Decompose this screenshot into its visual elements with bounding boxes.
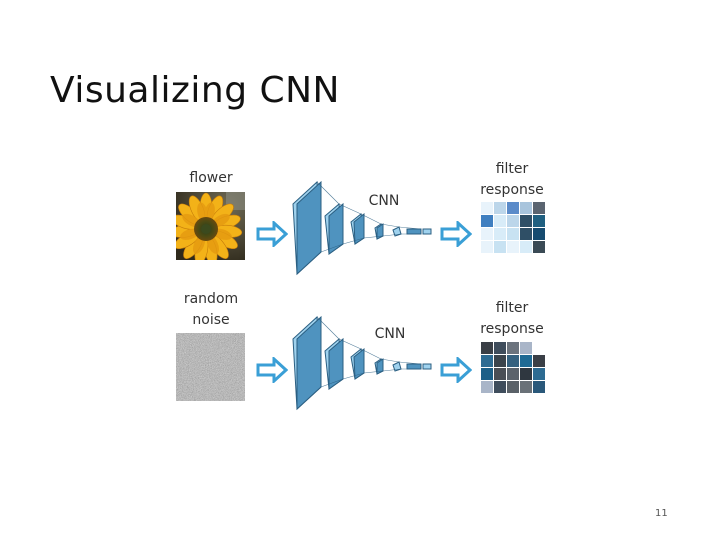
grid-cell — [533, 215, 545, 227]
grid-cell — [520, 241, 532, 253]
cnn-diagram — [289, 313, 439, 413]
grid-cell — [494, 355, 506, 367]
grid-cell — [481, 228, 493, 240]
flower-image — [169, 192, 245, 265]
grid-cell — [507, 342, 519, 354]
grid-cell — [494, 241, 506, 253]
grid-cell — [520, 202, 532, 214]
grid-cell — [520, 355, 532, 367]
grid-cell — [520, 342, 532, 354]
cnn-label: CNN — [368, 193, 400, 209]
grid-cell — [507, 368, 519, 380]
grid-cell — [481, 241, 493, 253]
grid-cell — [533, 381, 545, 393]
grid-cell — [494, 342, 506, 354]
grid-cell — [507, 215, 519, 227]
grid-cell — [481, 342, 493, 354]
flower-label: flower — [189, 170, 233, 186]
right-arrow-icon — [256, 355, 289, 385]
grid-cell — [494, 202, 506, 214]
right-arrow-icon — [256, 219, 289, 249]
cnn-label: CNN — [374, 326, 406, 342]
cnn-diagram — [289, 178, 439, 278]
grid-cell — [520, 381, 532, 393]
filter-response-grid — [481, 342, 545, 393]
noise-image — [176, 333, 245, 401]
filter-response-label: filter response — [472, 159, 552, 201]
grid-cell — [481, 381, 493, 393]
grid-cell — [507, 228, 519, 240]
filter-response-label-line2: response — [480, 182, 544, 198]
grid-cell — [533, 241, 545, 253]
grid-cell — [533, 355, 545, 367]
grid-cell — [533, 202, 545, 214]
grid-cell — [507, 355, 519, 367]
filter-response-label: filter response — [472, 298, 552, 340]
grid-cell — [520, 228, 532, 240]
grid-cell — [520, 215, 532, 227]
random-noise-label-line1: random — [183, 291, 239, 307]
grid-cell — [481, 355, 493, 367]
grid-cell — [520, 368, 532, 380]
grid-cell — [507, 241, 519, 253]
slide-title: Visualizing CNN — [50, 70, 340, 111]
filter-response-label-line1: filter — [495, 161, 529, 177]
grid-cell — [533, 228, 545, 240]
grid-cell — [494, 228, 506, 240]
random-noise-label: random noise — [168, 289, 254, 331]
grid-cell — [494, 368, 506, 380]
grid-cell — [481, 215, 493, 227]
grid-cell — [507, 202, 519, 214]
right-arrow-icon — [440, 219, 473, 249]
random-noise-label-line2: noise — [192, 312, 230, 328]
filter-response-grid — [481, 202, 545, 253]
grid-cell — [494, 381, 506, 393]
page-number: 11 — [655, 508, 668, 519]
grid-cell — [533, 342, 545, 354]
grid-cell — [507, 381, 519, 393]
filter-response-label-line1: filter — [495, 300, 529, 316]
grid-cell — [494, 215, 506, 227]
filter-response-label-line2: response — [480, 321, 544, 337]
grid-cell — [481, 202, 493, 214]
right-arrow-icon — [440, 355, 473, 385]
grid-cell — [481, 368, 493, 380]
grid-cell — [533, 368, 545, 380]
